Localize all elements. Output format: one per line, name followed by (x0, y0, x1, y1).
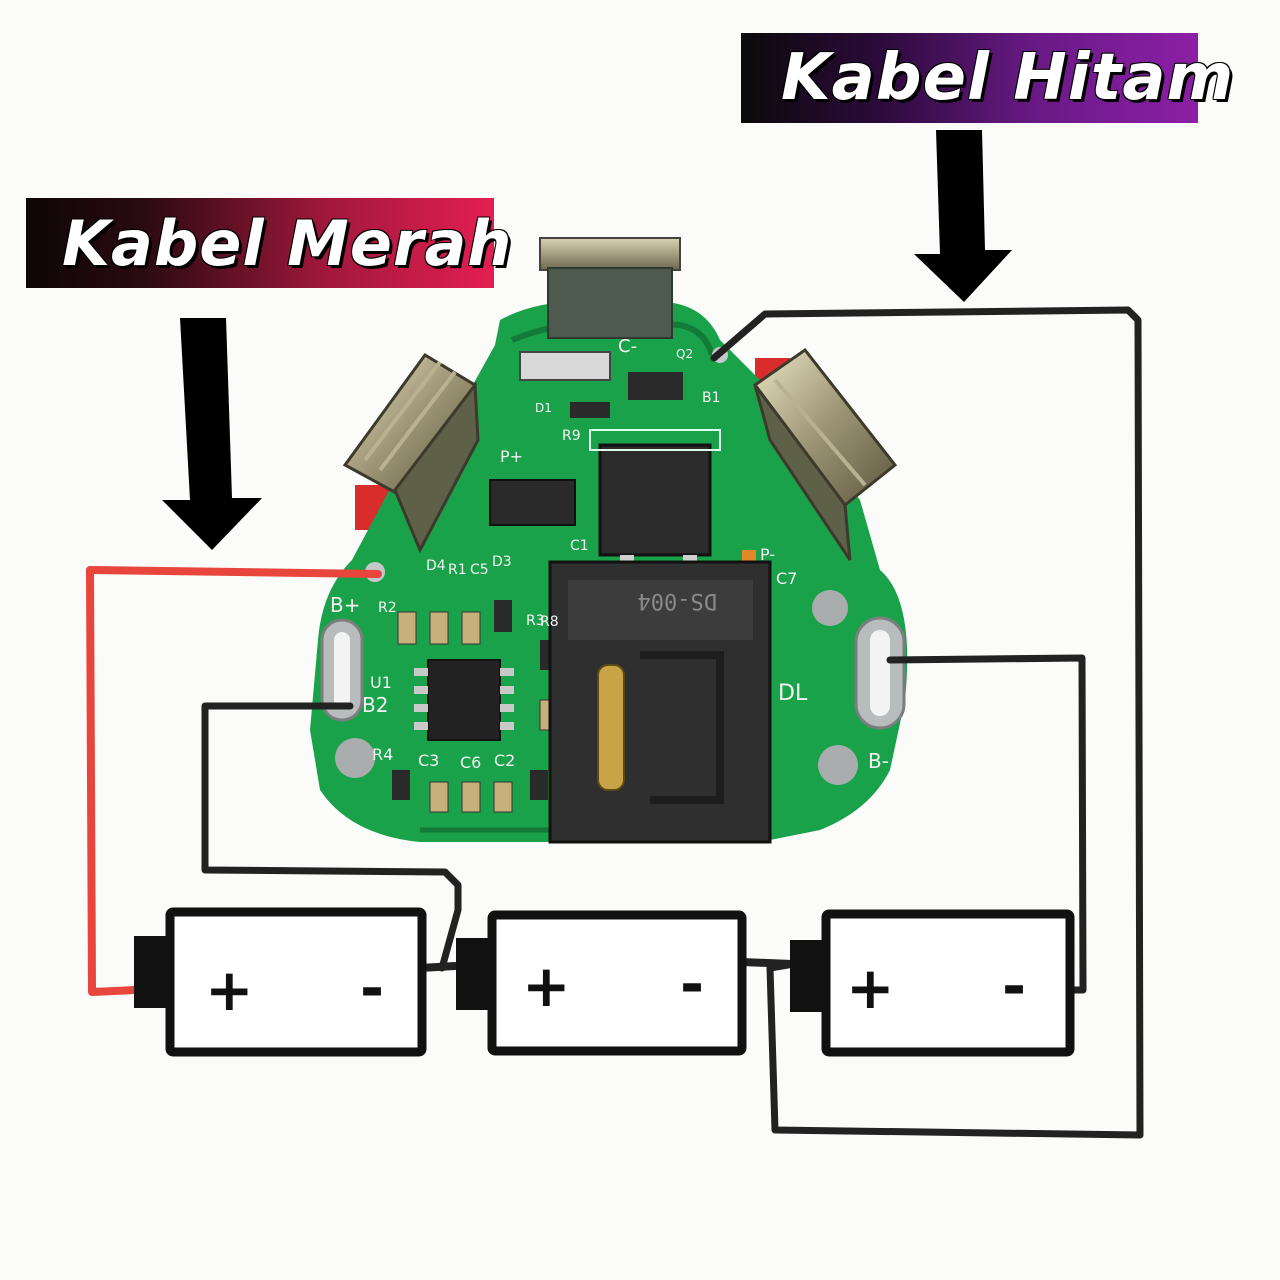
battery-1-minus: - (360, 954, 384, 1022)
battery-3-body (821, 909, 1075, 1057)
label-red-wire: Kabel Merah (26, 198, 511, 288)
silk-part-code: DS-004 (638, 588, 717, 613)
silk-b-minus: B- (868, 749, 889, 773)
silk-r2: R2 (378, 600, 397, 616)
battery-3-terminal (790, 940, 826, 1012)
wire-b2-midpoint (201, 702, 462, 972)
silk-r1: R1 (448, 562, 467, 578)
top-terminal-base (547, 267, 673, 339)
wire-b-minus (886, 654, 1087, 994)
silk-d3: D3 (492, 554, 512, 570)
label-black-wire-text: Kabel Hitam (781, 41, 1235, 115)
battery-1-body (165, 907, 427, 1057)
battery-3-minus: - (1002, 952, 1026, 1020)
silk-d4: D4 (426, 558, 446, 574)
battery-2: + - (456, 910, 747, 1056)
silk-c-minus: C- (618, 336, 637, 357)
ic-u1-pins (414, 668, 514, 730)
silk-c1: C1 (570, 538, 589, 554)
mosfet-chip (598, 443, 712, 557)
black-wire (710, 306, 1144, 1139)
transistor-chip (489, 479, 576, 526)
silk-c3: C3 (418, 751, 439, 770)
silk-p-minus: P- (760, 545, 775, 564)
silk-c6: C6 (460, 753, 481, 772)
bms-pcb-board: B+ B2 B- U1 R4 R2 R1 R3 R8 R9 C3 C6 C2 C… (310, 237, 908, 844)
diode-d1 (519, 351, 611, 381)
silk-r4: R4 (372, 745, 393, 764)
label-black-wire: Kabel Hitam (741, 33, 1233, 123)
silk-b2: B2 (362, 693, 388, 717)
battery-1: + - (134, 907, 427, 1057)
battery-1-plus: + (205, 956, 254, 1024)
silk-q2: Q2 (676, 347, 693, 361)
ds004-connector (548, 560, 772, 844)
ic-u1 (427, 659, 501, 741)
silk-d1: D1 (535, 401, 552, 415)
left-terminal-clip (342, 353, 480, 554)
battery-2-minus: - (680, 950, 704, 1018)
silk-b1: B1 (702, 390, 721, 406)
small-chip-top (628, 372, 683, 400)
arrow-black-label (914, 130, 1012, 302)
silk-u1: U1 (370, 673, 392, 692)
silk-b-plus: B+ (330, 593, 360, 617)
silk-c2: C2 (494, 751, 515, 770)
top-terminal-tab (539, 237, 681, 271)
silk-r3: R3 (526, 613, 545, 629)
silkscreen-labels: B+ B2 B- U1 R4 R2 R1 R3 R8 R9 C3 C6 C2 C… (330, 336, 889, 773)
red-wire (86, 566, 382, 996)
arrow-red-label (162, 318, 262, 550)
silk-r9: R9 (562, 428, 581, 444)
battery-3-plus: + (846, 954, 895, 1022)
battery-2-body (487, 910, 747, 1056)
silk-p-plus: P+ (500, 447, 523, 466)
silk-c7: C7 (776, 569, 797, 588)
mosfet-outline (589, 429, 721, 451)
battery-2-plus: + (522, 952, 571, 1020)
battery-3: + - (790, 909, 1075, 1057)
link-wire-2-3 (738, 958, 796, 968)
label-red-wire-text: Kabel Merah (62, 206, 513, 280)
silk-c5: C5 (470, 562, 489, 578)
silk-dl: DL (778, 681, 808, 706)
battery-2-terminal (456, 938, 492, 1010)
diode-r9 (570, 402, 610, 418)
right-terminal-clip (752, 347, 898, 561)
silk-r8: R8 (540, 614, 559, 630)
battery-1-terminal (134, 936, 170, 1008)
